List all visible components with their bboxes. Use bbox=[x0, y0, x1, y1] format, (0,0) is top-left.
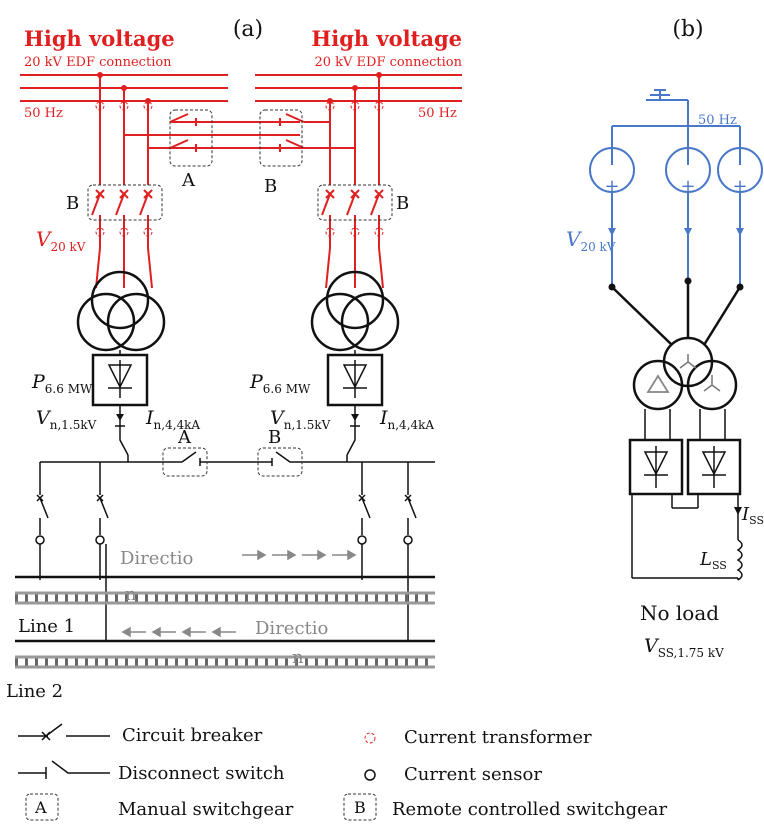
current-sensor-legend-icon bbox=[364, 769, 376, 781]
svg-text:+: + bbox=[604, 176, 619, 197]
panel-a-label: (a) bbox=[233, 17, 263, 42]
legend-current-sensor: Current sensor bbox=[404, 764, 542, 785]
current-transformer-legend-icon bbox=[364, 732, 376, 744]
direction-2-label: Directio bbox=[255, 618, 328, 639]
legend-manual-box: A bbox=[34, 798, 47, 817]
lss-label: LSS bbox=[699, 549, 727, 572]
switchgear-a-bottom-label: A bbox=[177, 427, 192, 448]
dc-output-left bbox=[115, 405, 125, 436]
direction-1-label: Directio bbox=[120, 548, 193, 569]
dc-output-right bbox=[350, 405, 360, 436]
manual-switchgear-legend-box bbox=[25, 793, 59, 821]
left-feeder bbox=[91, 72, 153, 289]
v20-left-label: V20 kV bbox=[36, 227, 86, 254]
circuit-breaker-icon bbox=[91, 189, 153, 216]
iss-label: ISS bbox=[741, 504, 764, 527]
panel-b-label: (b) bbox=[672, 17, 703, 42]
switchgear-b-top-label: B bbox=[264, 176, 277, 197]
legend-disconnect-switch: Disconnect switch bbox=[118, 763, 285, 784]
switchgear-b-bottom-label: B bbox=[268, 427, 281, 448]
circuit-breaker-legend-icon bbox=[18, 723, 110, 741]
switchgear-b-top-box bbox=[259, 109, 303, 167]
in-right-label: In,4,4kA bbox=[379, 407, 434, 432]
svg-text:+: + bbox=[680, 176, 695, 197]
line-1-label: Line 1 bbox=[18, 616, 75, 637]
hv-right-sub: 20 kV EDF connection bbox=[314, 55, 462, 70]
switchgear-b-left-box bbox=[87, 184, 163, 221]
direction-1-arrows bbox=[242, 549, 357, 561]
ground-icon bbox=[611, 89, 741, 148]
freq-left: 50 Hz bbox=[24, 106, 63, 121]
track-line-1 bbox=[15, 575, 435, 605]
legend-circuit-breaker: Circuit breaker bbox=[122, 725, 263, 746]
freq-right: 50 Hz bbox=[418, 106, 457, 121]
switchgear-b-bottom-box bbox=[257, 447, 303, 477]
switchgear-b-left-label: B bbox=[66, 193, 79, 214]
switchgear-b-right-label: B bbox=[396, 193, 409, 214]
line-2-label: Line 2 bbox=[6, 681, 63, 702]
rectifier-right-icon bbox=[326, 353, 384, 407]
legend-manual-switchgear: Manual switchgear bbox=[118, 799, 294, 820]
catenary-feeders bbox=[35, 462, 417, 640]
p-left-label: P6.6 MW bbox=[31, 371, 93, 396]
hv-left-sub: 20 kV EDF connection bbox=[24, 55, 172, 70]
rectifier-left-icon bbox=[91, 353, 149, 407]
direction-1-n: n bbox=[125, 584, 137, 605]
no-load-label: No load bbox=[640, 601, 719, 625]
vss-label: VSS,1.75 kV bbox=[644, 635, 724, 660]
switchgear-a-top-box bbox=[169, 109, 213, 167]
hv-left-title: High voltage bbox=[24, 26, 175, 51]
p-right-label: P6.6 MW bbox=[249, 371, 311, 396]
switchgear-a-bottom-box bbox=[162, 447, 208, 477]
panel-b-freq: 50 Hz bbox=[698, 113, 737, 128]
in-left-label: In,4,4kA bbox=[145, 407, 200, 432]
legend: Circuit breaker Disconnect switch A Manu… bbox=[18, 723, 668, 821]
direction-2-arrows bbox=[121, 626, 236, 638]
legend-current-transformer: Current transformer bbox=[404, 727, 592, 748]
switchgear-a-top-label: A bbox=[181, 170, 196, 191]
disconnect-switch-legend-icon bbox=[18, 760, 110, 779]
voltage-sources: + + + bbox=[589, 147, 763, 286]
vn-left-label: Vn,1.5kV bbox=[36, 407, 97, 432]
svg-text:+: + bbox=[732, 176, 747, 197]
direction-2-n: n bbox=[292, 647, 304, 668]
busbar-right bbox=[255, 74, 462, 102]
legend-remote-switchgear: Remote controlled switchgear bbox=[392, 799, 668, 820]
transformer-left-icon bbox=[76, 270, 166, 355]
three-winding-transformer-icon bbox=[608, 277, 744, 440]
remote-switchgear-legend-box bbox=[343, 793, 377, 821]
legend-remote-box: B bbox=[354, 798, 366, 817]
panel-b-rectifiers bbox=[628, 438, 743, 581]
switchgear-b-right-box bbox=[317, 184, 393, 221]
panel-b-v20-label: V20 kV bbox=[566, 227, 616, 254]
right-feeder bbox=[321, 72, 384, 289]
circuit-breaker-icon bbox=[321, 189, 384, 216]
vn-right-label: Vn,1.5kV bbox=[270, 407, 331, 432]
dc-bus bbox=[40, 436, 435, 466]
hv-right-title: High voltage bbox=[311, 26, 462, 51]
top-coupler bbox=[124, 113, 355, 152]
track-line-2 bbox=[15, 639, 435, 669]
